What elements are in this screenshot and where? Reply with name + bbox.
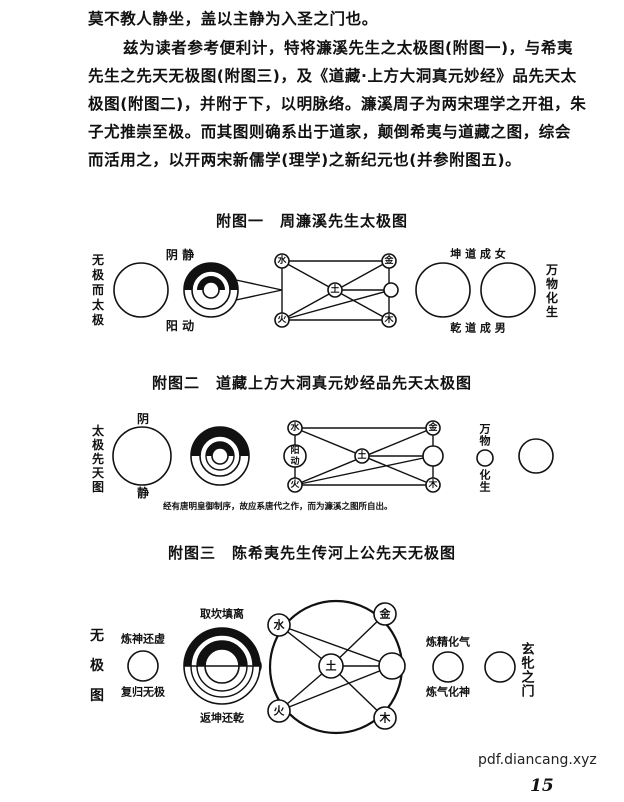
qukan-label: 取坎填离 (200, 607, 244, 621)
metal-node: 金 (383, 254, 394, 266)
kun-label: 坤 道 成 女 (450, 247, 506, 261)
body-line: 兹为读者参考便利计，特将濂溪先生之太极图(附图一)，与希夷 (123, 39, 574, 57)
vertical-label: 生 (546, 304, 558, 319)
metal-node: 金 (379, 607, 392, 621)
body-line: 极图(附图二)，并附于下，以明脉络。濂溪周子为两宋理学之开祖，朱 (88, 95, 587, 113)
huasheng-label: 生 (480, 480, 491, 494)
jing-label: 静 (137, 485, 149, 500)
wood-node: 木 (427, 478, 438, 490)
yangdong-label: 阳 (290, 445, 299, 456)
fugui-label: 复归无极 (120, 685, 166, 699)
vertical-label: 无 (89, 628, 104, 644)
fire-node: 火 (277, 314, 287, 325)
yang-dong-label: 阳 动 (166, 318, 194, 333)
vertical-label: 极 (90, 657, 105, 674)
wood-node: 木 (379, 711, 392, 725)
figure-3-title: 附图三 陈希夷先生传河上公先天无极图 (167, 544, 456, 562)
vertical-label: 先 (92, 451, 104, 466)
vertical-label: 物 (546, 276, 558, 291)
vertical-label: 牝 (521, 656, 534, 672)
figure-1-diagram: 无 极 而 太 极 阴 静 阳 动 水 金 土 (91, 247, 558, 335)
page-number: 15 (530, 776, 554, 796)
figure-2-diagram: 太 极 先 天 图 阴 静 水 金 阳 (92, 411, 554, 500)
vertical-label: 极 (92, 267, 105, 282)
earth-node: 土 (326, 659, 337, 673)
vertical-label: 而 (92, 283, 104, 297)
vertical-label: 极 (92, 437, 105, 452)
vertical-label: 化 (546, 290, 558, 305)
water-node: 水 (277, 254, 287, 266)
metal-node: 金 (427, 421, 438, 433)
earth-node: 土 (330, 283, 339, 295)
fire-node: 火 (274, 705, 286, 718)
body-line: 子尤推崇至极。而其图则确系出于道家，颠倒希夷与道藏之图，综会 (88, 123, 572, 141)
yin-jing-label: 阴 静 (166, 247, 194, 262)
vertical-label: 极 (92, 312, 105, 327)
qian-label: 乾 道 成 男 (450, 321, 506, 335)
body-line: 莫不教人静坐，盖以主静为入圣之门也。 (88, 10, 378, 28)
yangdong-label: 动 (290, 456, 299, 467)
watermark: pdf.diancang.xyz (478, 752, 597, 768)
fankun-label: 返坤还乾 (200, 711, 244, 725)
figure-3-diagram: 无 极 图 炼神还虚 复归无极 取坎填离 返坤还乾 (89, 599, 535, 735)
body-line: 而活用之，以开两宋新儒学(理学)之新纪元也(并参附图五)。 (88, 151, 522, 169)
vertical-label: 门 (521, 684, 534, 700)
figure-2-title: 附图二 道藏上方大洞真元妙经品先天太极图 (151, 374, 472, 392)
vertical-label: 之 (521, 670, 534, 686)
wuji-circle (113, 262, 169, 318)
wanwu-label: 万 (479, 423, 491, 436)
fire-node: 火 (290, 479, 300, 490)
vertical-label: 无 (91, 253, 104, 267)
water-node: 水 (290, 421, 300, 433)
vertical-label: 太 (92, 423, 105, 438)
lianqi-label: 炼气化神 (426, 685, 470, 699)
lianjing-label: 炼精化气 (426, 635, 470, 649)
vertical-label: 玄 (521, 642, 534, 658)
vertical-label: 图 (90, 688, 104, 704)
vertical-label: 图 (92, 480, 104, 494)
figure-1-title: 附图一 周濂溪先生太极图 (215, 212, 408, 230)
water-node: 水 (274, 618, 286, 632)
huasheng-label: 化 (480, 468, 491, 482)
vertical-label: 天 (92, 466, 105, 480)
kan-li-ring-icon (183, 627, 261, 705)
body-line: 先生之先天无极图(附图三)，及《道藏·上方大洞真元妙经》品先天太 (88, 67, 577, 85)
lianshen-label: 炼神还虚 (121, 632, 165, 646)
vertical-label: 太 (92, 297, 105, 312)
wanwu-label: 物 (480, 434, 491, 448)
earth-node: 土 (357, 449, 366, 461)
vertical-label: 万 (545, 263, 558, 277)
figure-2-caption: 经有唐明皇御制序，故应系唐代之作，而为濂溪之图所自出。 (163, 502, 393, 512)
yin-label: 阴 (137, 411, 149, 426)
wood-node: 木 (383, 313, 394, 325)
yin-yang-ring-icon (190, 426, 250, 486)
yin-yang-ring-icon (183, 262, 239, 318)
